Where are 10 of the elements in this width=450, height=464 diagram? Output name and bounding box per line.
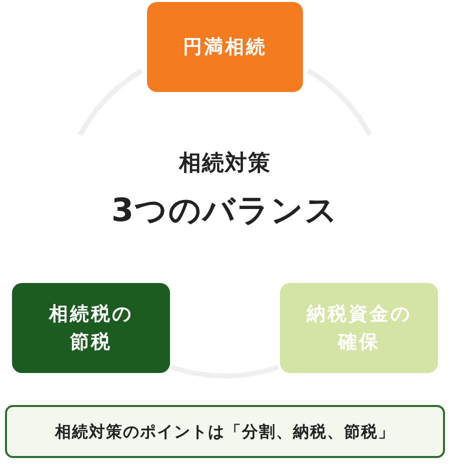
node-label: 納税資金の確保: [305, 302, 412, 355]
rounded-box: [280, 283, 438, 373]
rounded-box: [12, 283, 170, 373]
node-label: 円満相続: [183, 34, 267, 60]
heading-text: 相続対策: [179, 150, 271, 178]
note-text: 相続対策のポイントは「分割、納税、節税」: [55, 420, 395, 442]
note-box: [5, 405, 445, 458]
node-label: 相続税の節税: [48, 302, 134, 355]
subheading-text: 3つのバランス: [111, 190, 339, 230]
rounded-box: [147, 2, 303, 92]
